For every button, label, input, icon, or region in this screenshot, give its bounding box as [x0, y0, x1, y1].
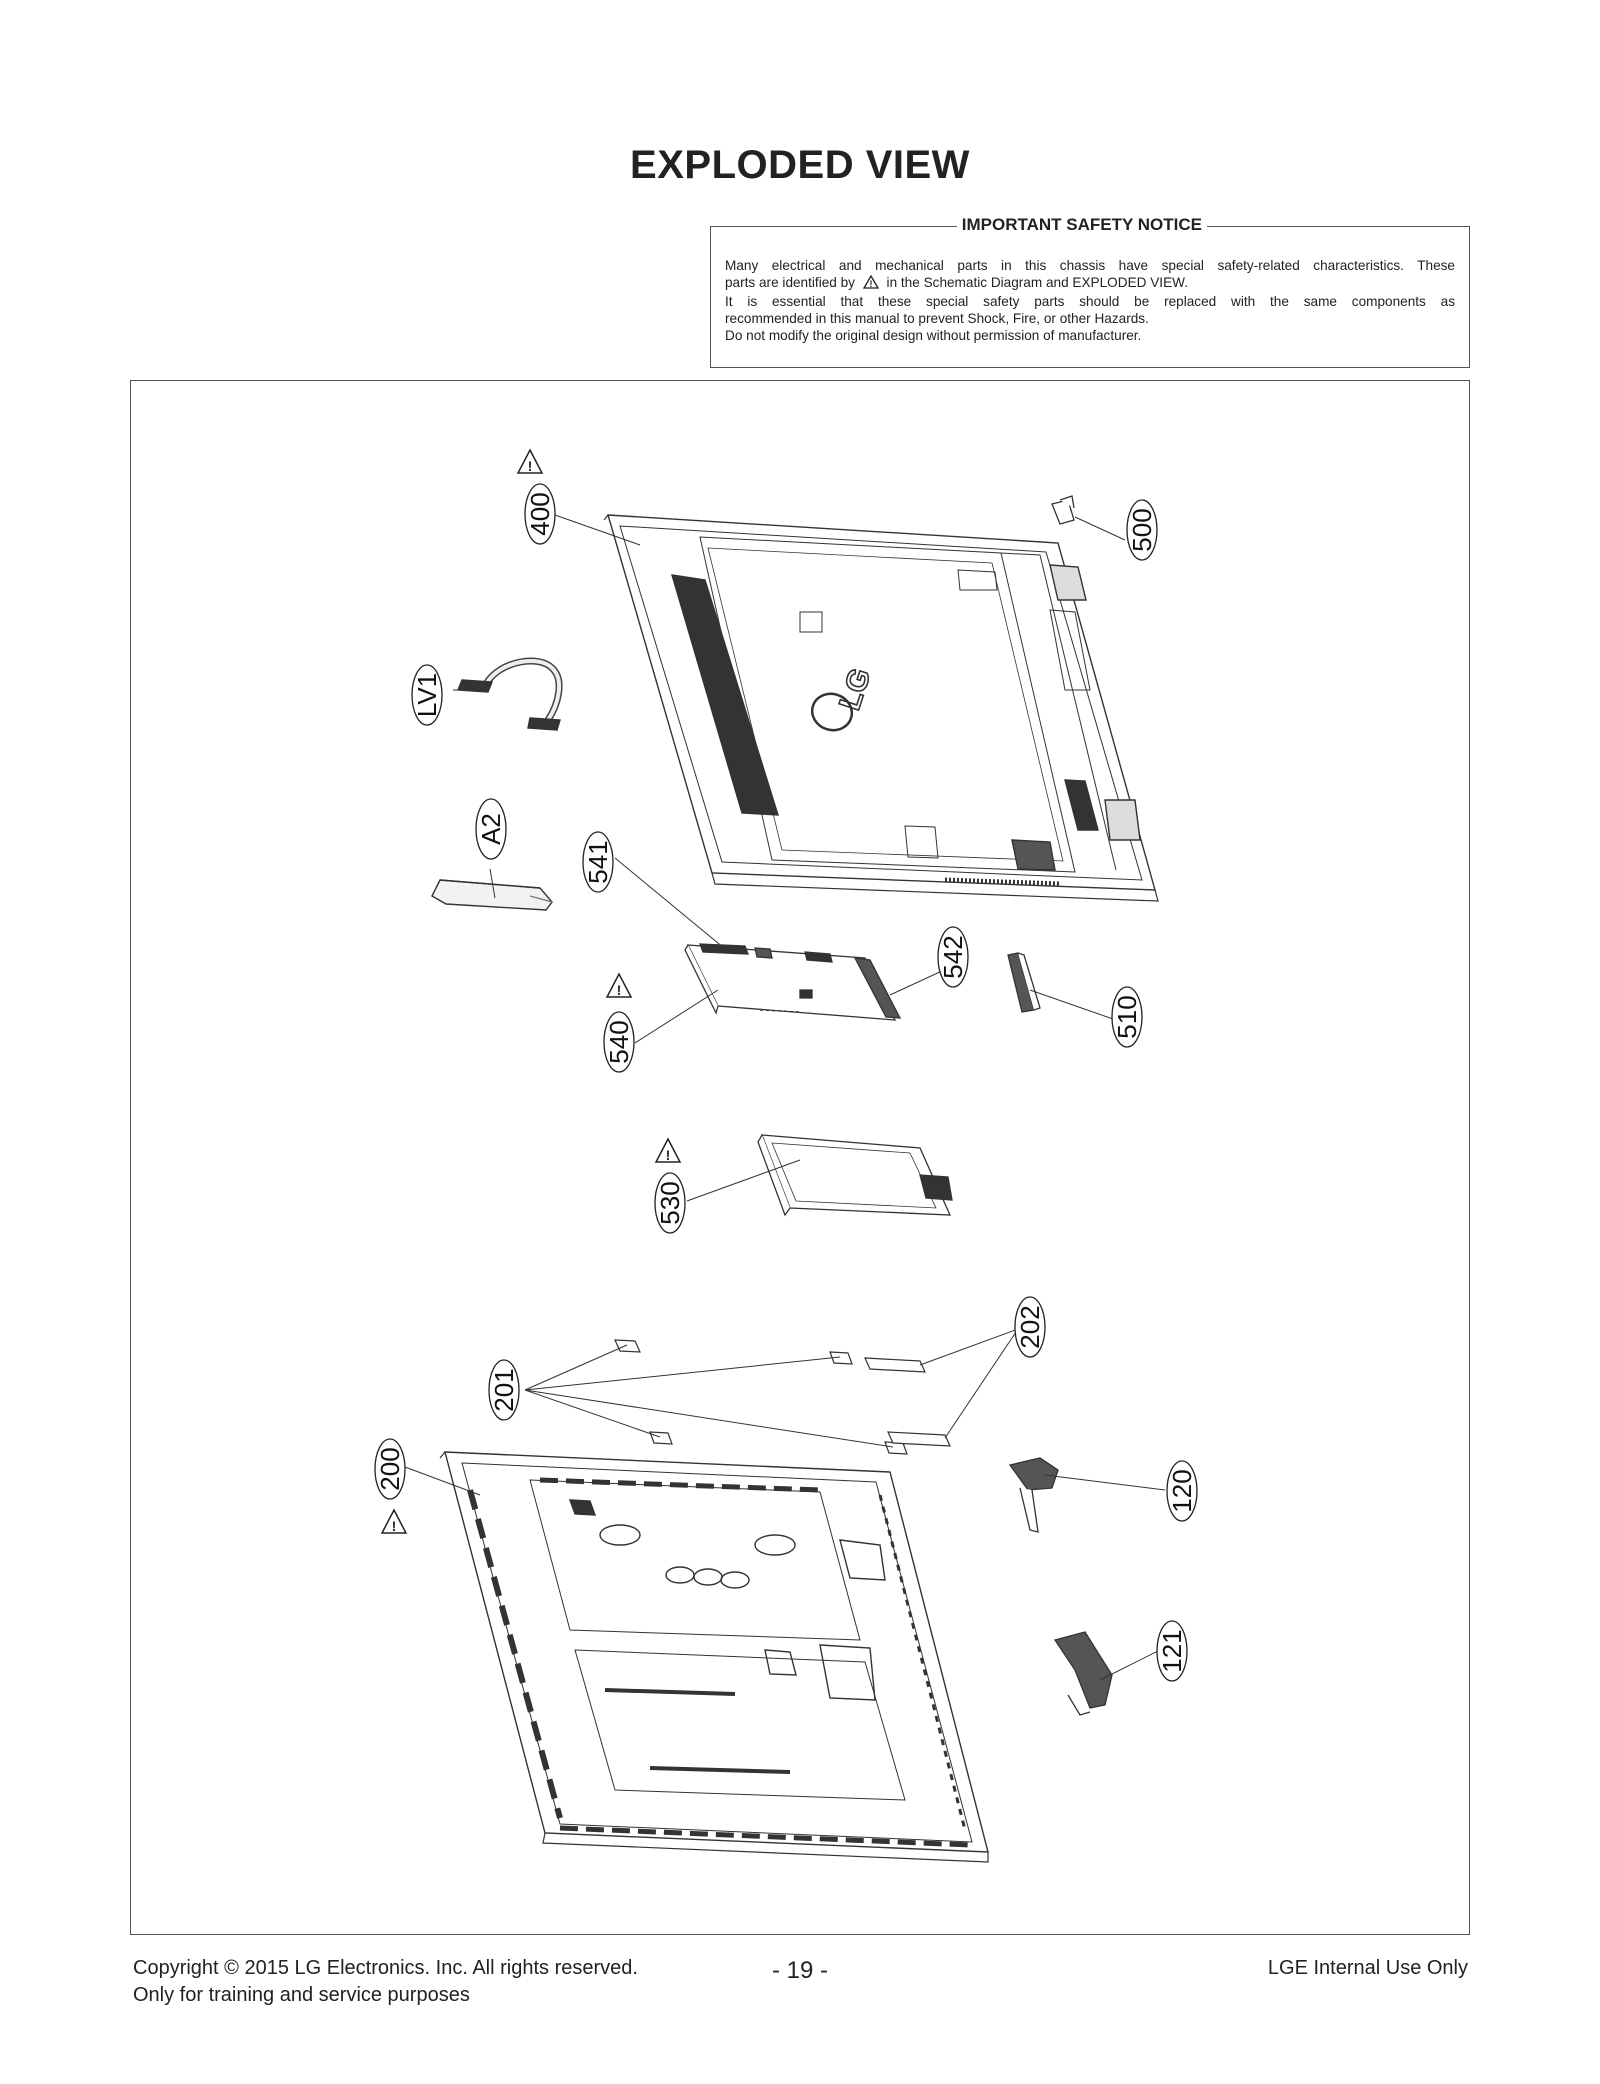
callout-540: 540 — [603, 973, 635, 1073]
svg-text:121: 121 — [1157, 1629, 1187, 1672]
callout-a2: A2 — [475, 798, 507, 860]
page-title: EXPLODED VIEW — [630, 143, 970, 187]
callout-400: 400 — [517, 449, 556, 545]
notice-line-4: recommended in this manual to prevent Sh… — [725, 311, 1149, 326]
svg-text:530: 530 — [655, 1181, 685, 1224]
main-board-part-540 — [684, 943, 902, 1021]
callout-202: 202 — [1014, 1296, 1046, 1358]
callout-500: 500 — [1126, 499, 1158, 561]
callout-530: 530 — [654, 1138, 686, 1234]
footer-copyright: Copyright © 2015 LG Electronics. Inc. Al… — [133, 1957, 638, 1979]
callout-541: 541 — [582, 831, 614, 893]
page-number: - 19 - — [771, 1957, 828, 1984]
bracket-part-121 — [1053, 1631, 1113, 1716]
safety-notice-heading: IMPORTANT SAFETY NOTICE — [956, 215, 1207, 235]
back-cover-part — [603, 514, 1159, 902]
safety-notice-body: Many electrical and mechanical parts in … — [725, 257, 1455, 344]
bracket-part-120 — [1008, 1457, 1059, 1533]
notice-line-2b: in the Schematic Diagram and EXPLODED VI… — [886, 275, 1188, 290]
svg-text:LV1: LV1 — [412, 673, 442, 717]
svg-text:510: 510 — [1112, 995, 1142, 1038]
callout-120: 120 — [1166, 1460, 1198, 1522]
svg-text:540: 540 — [604, 1020, 634, 1063]
stand-part-a2 — [431, 879, 553, 911]
notice-line-1: Many electrical and mechanical parts in … — [725, 258, 1455, 273]
warning-icon-540 — [606, 973, 632, 999]
notice-line-3: It is essential that these special safet… — [725, 294, 1455, 309]
leader-lines — [404, 514, 1166, 1681]
svg-text:A2: A2 — [476, 813, 506, 845]
diagram-frame — [130, 380, 1470, 1935]
callout-121: 121 — [1156, 1620, 1188, 1682]
svg-text:!: ! — [869, 279, 872, 289]
callout-542: 542 — [937, 926, 969, 988]
svg-text:541: 541 — [583, 840, 613, 883]
clip-part-500 — [1051, 495, 1075, 525]
callout-510: 510 — [1111, 986, 1143, 1048]
svg-text:200: 200 — [375, 1447, 405, 1490]
callout-lv1: LV1 — [411, 664, 443, 726]
warning-triangle-icon: ! — [862, 274, 879, 293]
power-board-part-530 — [757, 1134, 953, 1217]
footer-internal: LGE Internal Use Only — [1267, 1957, 1468, 1979]
warning-icon-400 — [517, 449, 543, 475]
bracket-parts-202 — [864, 1357, 951, 1447]
warning-icon-200 — [381, 1509, 407, 1535]
connector-part-510 — [1007, 952, 1041, 1013]
svg-text:400: 400 — [525, 492, 555, 535]
notice-line-5: Do not modify the original design withou… — [725, 328, 1142, 343]
front-frame-part — [439, 1451, 989, 1863]
notice-line-2: parts are identified by ! in the Schemat… — [725, 274, 1455, 293]
notice-line-2a: parts are identified by — [725, 275, 855, 290]
safety-notice-box: IMPORTANT SAFETY NOTICE Many electrical … — [710, 215, 1470, 368]
footer-left: Copyright © 2015 LG Electronics. Inc. Al… — [133, 1955, 638, 2009]
svg-text:500: 500 — [1127, 508, 1157, 551]
cable-part-lv1 — [456, 657, 563, 731]
svg-text:202: 202 — [1015, 1305, 1045, 1348]
callout-200: 200 — [374, 1438, 407, 1535]
svg-text:201: 201 — [489, 1368, 519, 1411]
svg-text:542: 542 — [938, 935, 968, 978]
footer-purpose: Only for training and service purposes — [133, 1984, 470, 2006]
warning-icon-530 — [655, 1138, 681, 1164]
svg-text:120: 120 — [1167, 1469, 1197, 1512]
callout-201: 201 — [488, 1359, 520, 1421]
